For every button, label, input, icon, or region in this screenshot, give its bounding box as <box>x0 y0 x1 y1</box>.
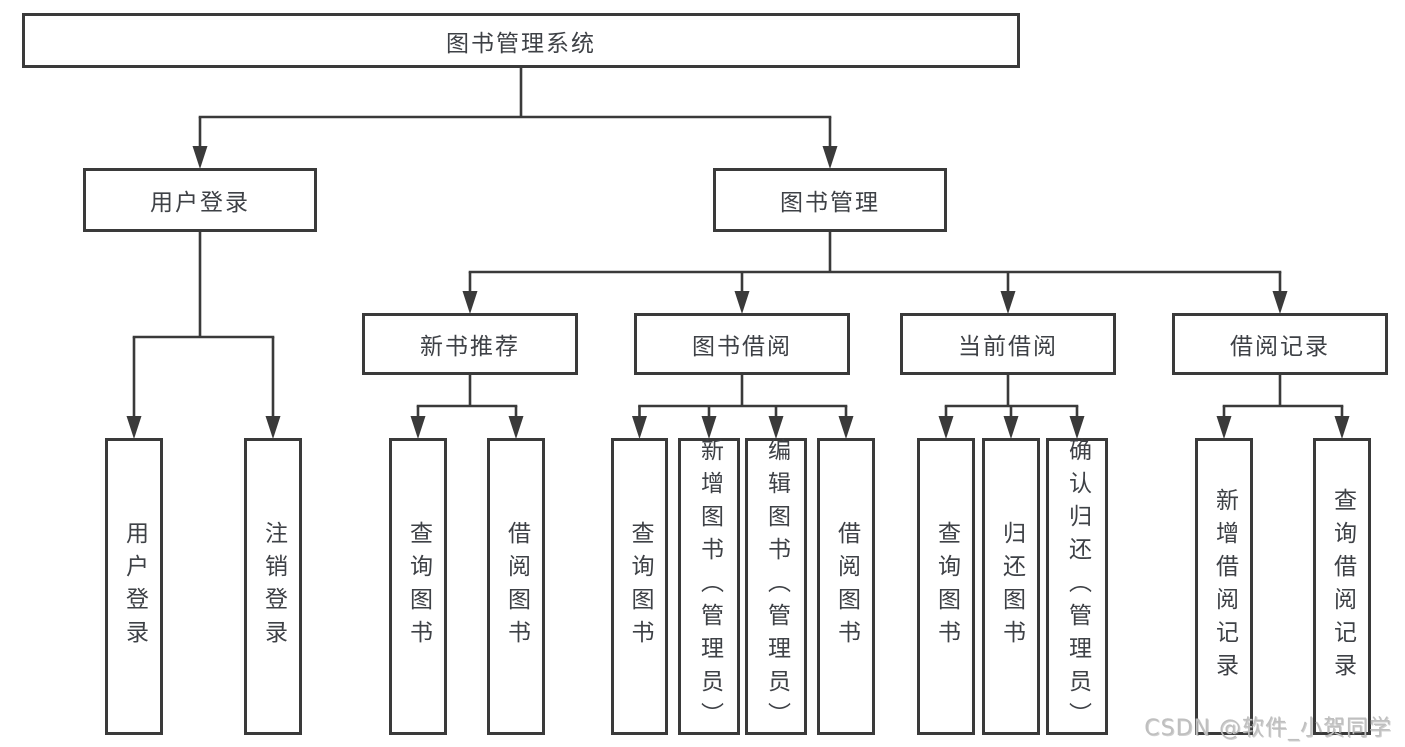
node-book-borrow-label: 图书借阅 <box>692 334 792 360</box>
node-new-book-rec: 新书推荐 <box>362 313 578 375</box>
node-borrow-books-2-label: 借阅图书 <box>833 520 860 653</box>
node-logout-leaf-label: 注销登录 <box>260 520 287 653</box>
node-borrow-books-2: 借阅图书 <box>817 438 875 735</box>
node-query-books-2: 查询图书 <box>611 438 668 735</box>
arrow-down-icon <box>1003 416 1019 439</box>
arrow-down-icon <box>768 416 784 439</box>
arrow-down-icon <box>508 416 524 439</box>
node-add-borrow-record-label: 新增借阅记录 <box>1211 487 1238 686</box>
arrow-down-icon <box>462 291 478 314</box>
arrow-down-icon <box>1069 416 1085 439</box>
node-user-login-leaf-label: 用户登录 <box>121 520 148 653</box>
arrow-down-icon <box>1000 291 1016 314</box>
node-add-books: 新增图书（管理员） <box>678 438 740 735</box>
node-return-books: 归还图书 <box>982 438 1040 735</box>
node-query-books-1: 查询图书 <box>389 438 447 735</box>
arrow-down-icon <box>734 291 750 314</box>
node-edit-books-label: 编辑图书（管理员） <box>763 438 790 735</box>
node-current-borrow-label: 当前借阅 <box>958 334 1058 360</box>
node-edit-books: 编辑图书（管理员） <box>745 438 807 735</box>
node-book-mgmt: 图书管理 <box>713 168 947 232</box>
node-add-borrow-record: 新增借阅记录 <box>1195 438 1253 735</box>
node-borrow-records: 借阅记录 <box>1172 313 1388 375</box>
node-current-borrow: 当前借阅 <box>900 313 1116 375</box>
arrow-down-icon <box>838 416 854 439</box>
node-query-books-3-label: 查询图书 <box>933 520 960 653</box>
arrow-down-icon <box>410 416 426 439</box>
arrow-down-icon <box>126 416 142 439</box>
node-query-books-3: 查询图书 <box>917 438 975 735</box>
node-book-mgmt-label: 图书管理 <box>780 190 880 216</box>
node-root-label: 图书管理系统 <box>446 30 596 57</box>
arrow-down-icon <box>822 146 838 169</box>
arrow-down-icon <box>1334 416 1350 439</box>
node-add-books-label: 新增图书（管理员） <box>696 438 723 735</box>
node-confirm-return: 确认归还（管理员） <box>1046 438 1108 735</box>
arrow-down-icon <box>1216 416 1232 439</box>
node-borrow-books-1: 借阅图书 <box>487 438 545 735</box>
node-confirm-return-label: 确认归还（管理员） <box>1064 438 1091 735</box>
arrow-down-icon <box>265 416 281 439</box>
node-query-books-1-label: 查询图书 <box>405 520 432 653</box>
node-root: 图书管理系统 <box>22 13 1020 68</box>
node-logout-leaf: 注销登录 <box>244 438 302 735</box>
node-query-books-2-label: 查询图书 <box>627 520 653 653</box>
node-borrow-books-1-label: 借阅图书 <box>503 520 530 653</box>
arrow-down-icon <box>938 416 954 439</box>
node-query-borrow-record: 查询借阅记录 <box>1313 438 1371 735</box>
arrow-down-icon <box>1272 291 1288 314</box>
arrow-down-icon <box>192 146 208 169</box>
node-book-borrow: 图书借阅 <box>634 313 850 375</box>
node-new-book-rec-label: 新书推荐 <box>420 334 520 360</box>
node-query-borrow-record-label: 查询借阅记录 <box>1329 487 1356 686</box>
arrow-down-icon <box>701 416 717 439</box>
arrow-down-icon <box>632 416 647 439</box>
node-user-login: 用户登录 <box>83 168 317 232</box>
node-return-books-label: 归还图书 <box>998 520 1025 653</box>
node-user-login-leaf: 用户登录 <box>105 438 163 735</box>
node-borrow-records-label: 借阅记录 <box>1230 334 1330 360</box>
node-user-login-label: 用户登录 <box>150 190 250 216</box>
